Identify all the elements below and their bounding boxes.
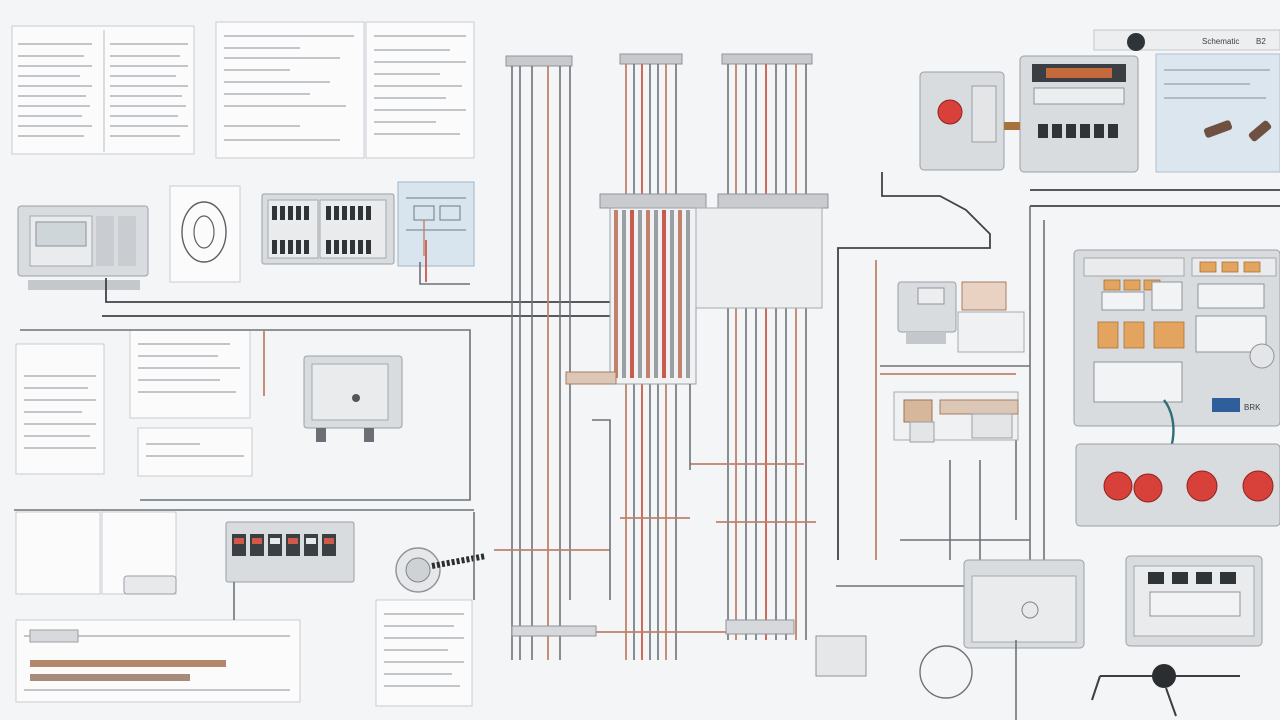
breaker-icon: [919, 71, 1020, 171]
plug-icon: [123, 575, 177, 595]
contactor-icon: [897, 281, 1025, 353]
knob-row: [1075, 443, 1280, 527]
meter-icon: [1125, 555, 1263, 647]
right-devices: Schematic B2: [815, 29, 1280, 720]
spec-table-lines-mid: [224, 35, 466, 141]
junction-box: [815, 635, 867, 677]
connector-icon: [1091, 664, 1240, 717]
left-devices: [17, 181, 487, 595]
logo-icon: [1127, 33, 1145, 51]
note-lines: [24, 343, 244, 457]
panel-tag: BRK: [1244, 403, 1261, 412]
gauge-icon: [919, 645, 973, 699]
distribution-block: [565, 193, 829, 385]
spec-table-lines-left: [18, 43, 188, 137]
left-document-sheets: [11, 21, 475, 707]
lower-notes: [384, 613, 464, 687]
header-code: B2: [1256, 37, 1266, 46]
bar-table: [24, 629, 290, 691]
header-title: Schematic: [1202, 37, 1239, 46]
photo-connectors: [1164, 69, 1272, 142]
schematic-card: [406, 197, 466, 256]
control-panel: BRK: [1073, 249, 1280, 427]
breaker-icon: [963, 559, 1085, 649]
copper-rails: [494, 384, 816, 637]
relay-icon: [893, 391, 1019, 443]
knob-icon: [395, 547, 487, 593]
breaker-icon: [303, 355, 403, 442]
coil-icon: [181, 201, 227, 263]
switch-panel: [225, 521, 355, 583]
terminal-block: [261, 193, 395, 265]
meter-icon: [1019, 55, 1139, 173]
left-wiring: [14, 240, 610, 620]
meter-icon: [17, 205, 149, 290]
